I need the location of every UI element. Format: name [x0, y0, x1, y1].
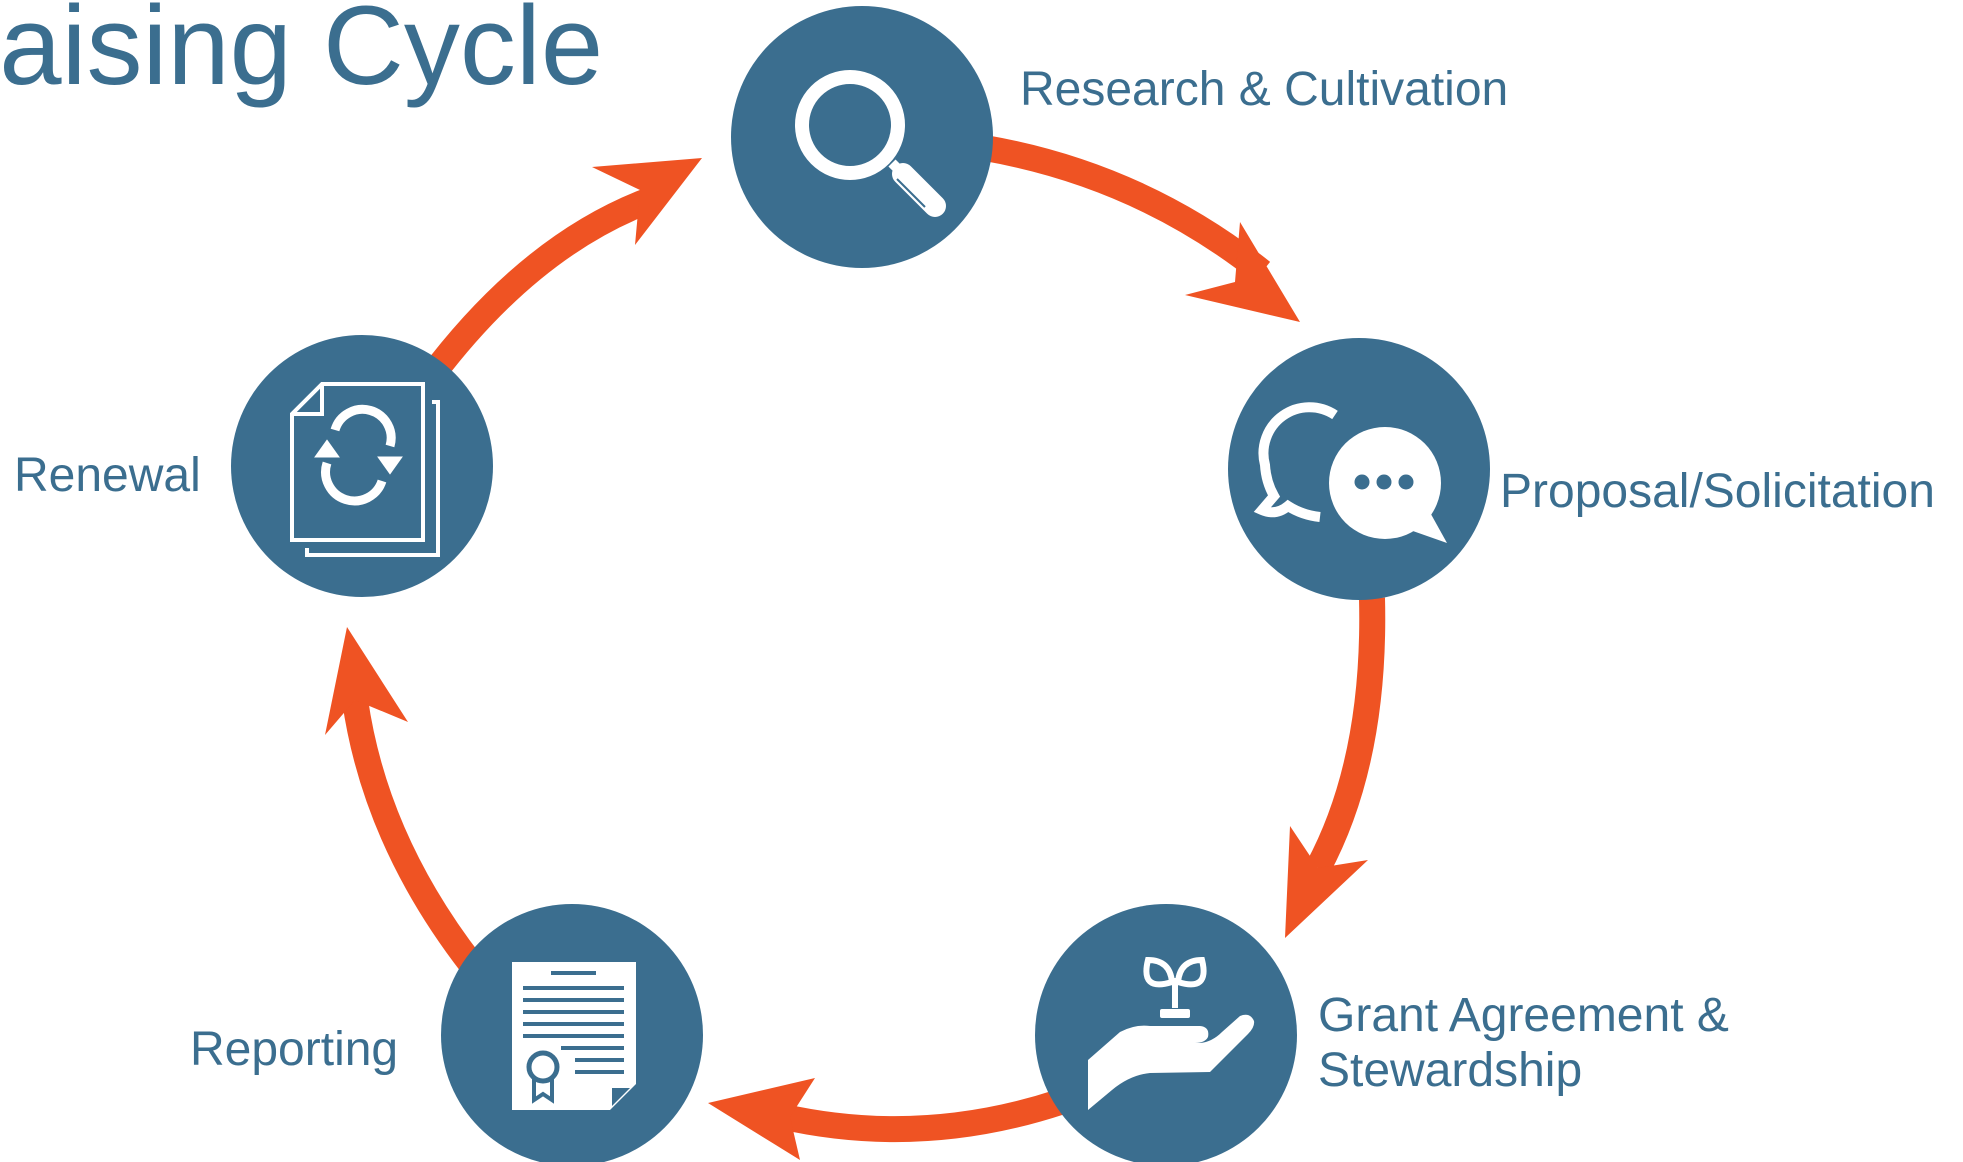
hand-plant-icon: [1088, 956, 1255, 1110]
arrow-research-to-proposal: [982, 135, 1271, 283]
label-line: Stewardship: [1318, 1044, 1583, 1098]
arrowhead-research-to-proposal: [1185, 222, 1300, 322]
magnifier-icon: [795, 70, 946, 217]
page-title: raising Cycle: [0, 0, 604, 108]
node-renewal: [231, 335, 493, 597]
label-reporting: Reporting: [190, 1023, 399, 1076]
document-refresh-icon: [290, 382, 440, 557]
arrowhead-grant-to-reporting: [708, 1078, 815, 1160]
label-research-cultivation: Research & Cultivation: [1020, 63, 1509, 116]
label-grant-agreement-stewardship: Grant Agreement & Stewardship: [1318, 988, 1729, 1098]
arrow-grant-to-reporting: [777, 1089, 1065, 1143]
node-research: [731, 6, 993, 268]
certificate-document-icon: [512, 962, 636, 1110]
chat-bubbles-icon: [1253, 402, 1447, 543]
arrow-proposal-to-grant: [1306, 597, 1386, 875]
label-line: Grant Agreement &: [1318, 989, 1729, 1042]
label-proposal-solicitation: Proposal/Solicitation: [1500, 465, 1935, 518]
label-renewal: Renewal: [14, 449, 201, 502]
arrow-reporting-to-renewal: [342, 698, 483, 973]
arrowhead-reporting-to-renewal: [325, 627, 408, 735]
arrowhead-proposal-to-grant: [1285, 826, 1368, 938]
arrowhead-renewal-to-research: [592, 158, 702, 245]
arrow-renewal-to-research: [419, 187, 655, 386]
